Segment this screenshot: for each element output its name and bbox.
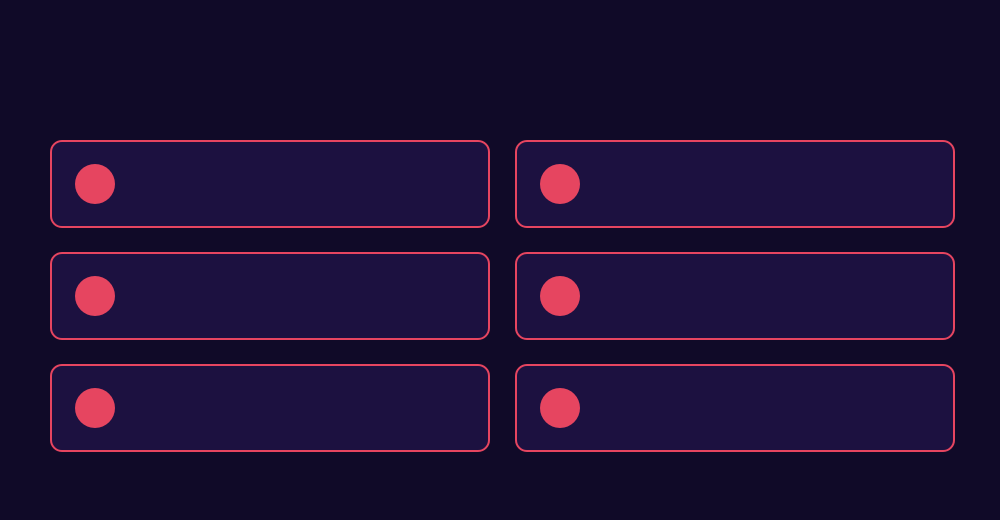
sign-glyph-icon	[75, 388, 115, 428]
sign-glyph-icon	[75, 164, 115, 204]
card-3[interactable]	[50, 252, 490, 340]
sign-glyph-icon	[540, 388, 580, 428]
sign-glyph-icon	[75, 276, 115, 316]
card-grid	[50, 140, 956, 452]
card-4[interactable]	[515, 252, 955, 340]
card-2[interactable]	[515, 140, 955, 228]
card-6[interactable]	[515, 364, 955, 452]
sign-glyph-icon	[540, 164, 580, 204]
sign-glyph-icon	[540, 276, 580, 316]
card-1[interactable]	[50, 140, 490, 228]
card-5[interactable]	[50, 364, 490, 452]
